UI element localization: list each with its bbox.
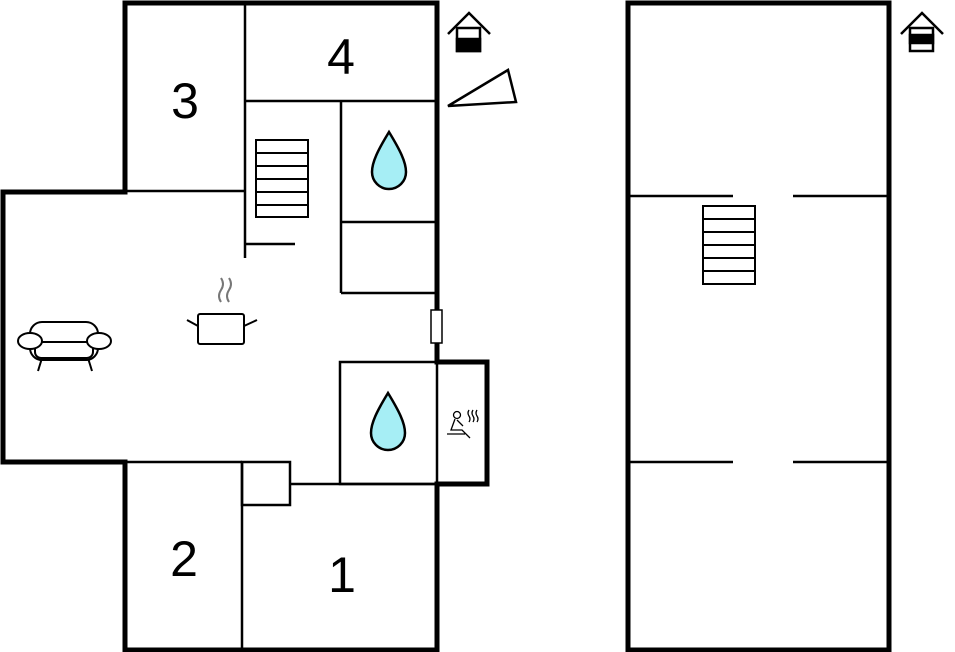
bathroom-drop-icon xyxy=(370,129,408,191)
house-floor-icon xyxy=(900,11,944,53)
upper-floor-outer-wall xyxy=(625,0,892,652)
bathroom-drop-icon xyxy=(369,390,407,452)
kitchen-pot-icon xyxy=(186,277,258,345)
compass-triangle-icon xyxy=(447,68,518,108)
room-label-2: 2 xyxy=(170,531,198,587)
room-label-3: 3 xyxy=(171,73,199,129)
room-label-4: 4 xyxy=(327,29,355,85)
house-floor-icon xyxy=(447,11,491,53)
sauna-icon xyxy=(447,409,479,439)
interior-walls xyxy=(125,3,439,650)
stairs-icon xyxy=(702,205,756,285)
stairs-icon xyxy=(255,139,309,218)
upper-floor-walls xyxy=(628,194,889,464)
room-label-1: 1 xyxy=(328,547,356,603)
window-icon xyxy=(430,309,443,344)
ground-floor-outer-wall xyxy=(0,0,490,652)
sofa-icon xyxy=(17,321,112,372)
